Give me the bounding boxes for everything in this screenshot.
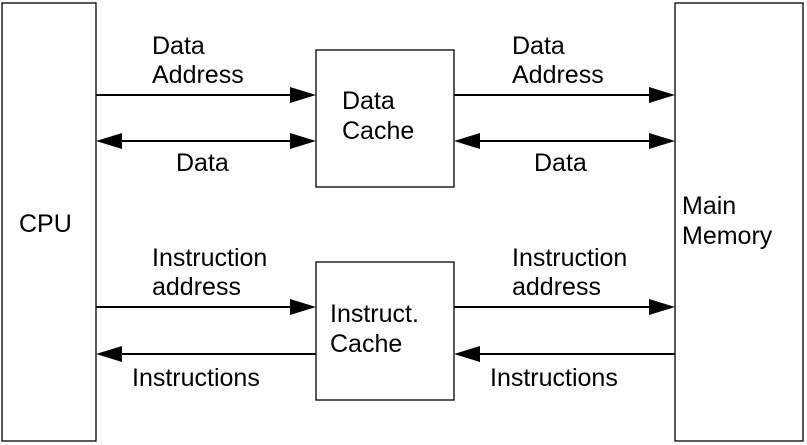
edge-instr-cache-to-cpu-instructions <box>96 346 316 362</box>
edge-label-icache-mem-address-line2: address <box>512 273 601 301</box>
arrowhead-right <box>290 299 316 315</box>
arrowhead-left <box>96 133 122 149</box>
edge-label-icache-mem-address-line1: Instruction <box>512 244 627 272</box>
data-cache-label-line1: Data <box>342 87 395 115</box>
edge-memory-to-instr-cache-instructions <box>454 346 675 362</box>
edge-label-dcache-mem-address-line2: Address <box>512 61 604 89</box>
instr-cache-box <box>315 261 455 401</box>
cpu-box <box>1 2 97 442</box>
edge-label-dcache-mem-address-line1: Data <box>512 32 565 60</box>
edge-label-cpu-dcache-address-line1: Data <box>152 32 205 60</box>
main-memory-label-line1: Main <box>682 192 736 220</box>
edge-cpu-data-cache-data <box>96 133 316 149</box>
arrowhead-left <box>454 346 480 362</box>
edge-label-icache-cpu-instructions: Instructions <box>132 364 260 392</box>
arrowhead-right <box>649 299 675 315</box>
data-cache-box <box>315 49 455 188</box>
instr-cache-label-line2: Cache <box>330 330 402 358</box>
main-memory-label-line2: Memory <box>682 222 773 250</box>
edge-label-cpu-dcache-data: Data <box>176 149 229 177</box>
instr-cache-label-line1: Instruct. <box>330 300 419 328</box>
arrowhead-left <box>454 133 480 149</box>
edge-label-cpu-icache-address-line2: address <box>152 273 241 301</box>
edge-label-cpu-dcache-address-line2: Address <box>152 61 244 89</box>
arrowhead-right <box>649 133 675 149</box>
arrowhead-left <box>96 346 122 362</box>
data-cache-label-line2: Cache <box>342 117 414 145</box>
arrowhead-right <box>290 87 316 103</box>
arrowhead-right <box>649 87 675 103</box>
edge-instr-cache-to-memory-address <box>454 299 675 315</box>
edge-label-mem-icache-instructions: Instructions <box>490 364 618 392</box>
edge-data-cache-to-memory-address <box>454 87 675 103</box>
edge-cpu-to-instr-cache-address <box>96 299 316 315</box>
edge-data-cache-memory-data <box>454 133 675 149</box>
edge-label-cpu-icache-address-line1: Instruction <box>152 244 267 272</box>
main-memory-box <box>674 2 804 442</box>
edge-cpu-to-data-cache-address <box>96 87 316 103</box>
cpu-label: CPU <box>19 210 72 238</box>
arrowhead-right <box>290 133 316 149</box>
edge-label-dcache-mem-data: Data <box>534 149 587 177</box>
